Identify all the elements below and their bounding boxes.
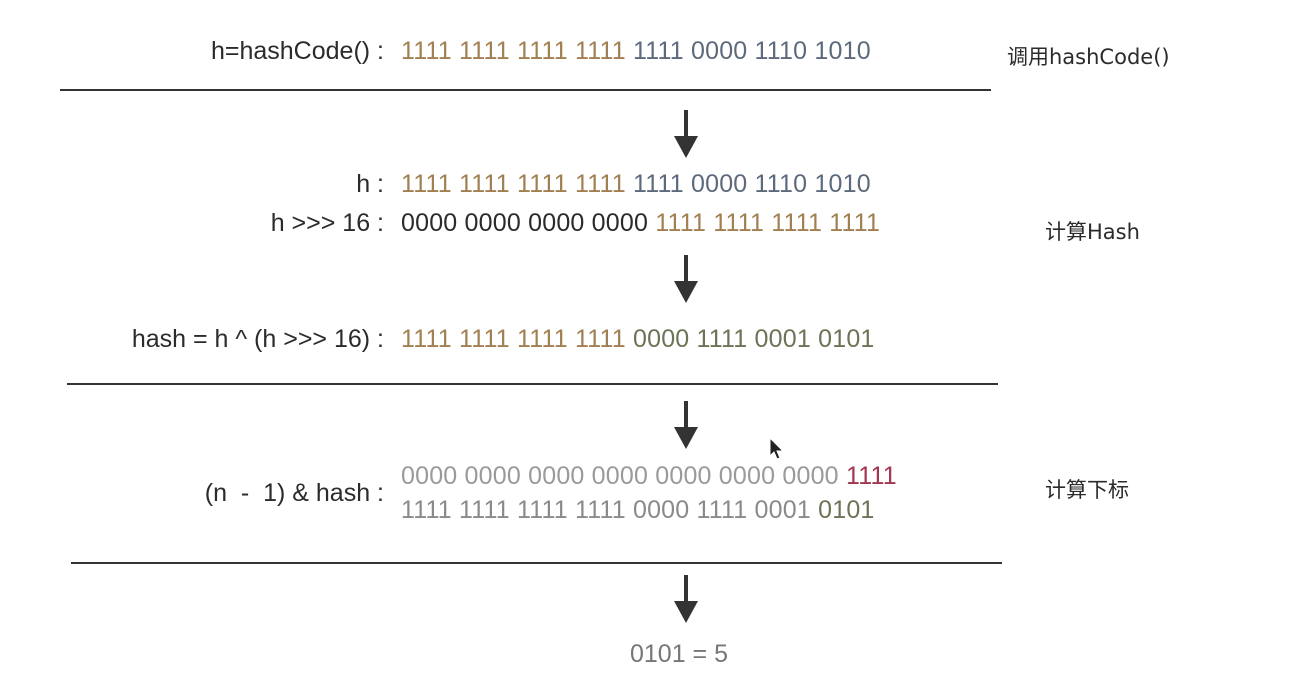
mask-bits: 0000 0000 0000 0000 0000 0000 0000 1111 [401, 461, 897, 491]
shift-label: h >>> 16 : [270, 209, 384, 237]
hashcode-high-bits: 1111 1111 1111 1111 [401, 37, 626, 65]
down-arrow-icon [674, 110, 698, 158]
down-arrow-icon [674, 401, 698, 449]
divider-3 [71, 562, 1002, 564]
xor-bits: 1111 1111 1111 1111 0000 1111 0001 0101 [401, 324, 875, 354]
shift-bits: 0000 0000 0000 0000 1111 1111 1111 1111 [401, 208, 880, 238]
xor-label: hash = h ^ (h >>> 16) : [131, 325, 384, 353]
index-label: (n - 1) & hash : [204, 479, 384, 507]
note-call-hashcode: 调用hashCode() [1007, 45, 1170, 69]
xor-low-bits: 0000 1111 0001 0101 [633, 325, 875, 353]
h-label: h : [356, 170, 384, 198]
h-high-bits: 1111 1111 1111 1111 [401, 170, 626, 198]
note-compute-hash: 计算Hash [1045, 220, 1140, 244]
xor-high-bits: 1111 1111 1111 1111 [401, 325, 626, 353]
hashcode-low-bits: 1111 0000 1110 1010 [633, 37, 871, 65]
divider-2 [67, 383, 998, 385]
h-bits: 1111 1111 1111 1111 1111 0000 1110 1010 [401, 169, 871, 199]
down-arrow-icon [674, 255, 698, 303]
mask-zero-bits: 0000 0000 0000 0000 0000 0000 0000 [401, 462, 839, 490]
shift-high-bits: 0000 0000 0000 0000 [401, 209, 649, 237]
hash-operand-tail-bits: 0101 [818, 496, 875, 524]
mask-one-bits: 1111 [845, 462, 897, 490]
mouse-cursor-icon [769, 437, 785, 460]
shift-low-bits: 1111 1111 1111 1111 [655, 209, 881, 237]
h-low-bits: 1111 0000 1110 1010 [633, 170, 871, 198]
divider-1 [60, 89, 991, 91]
hash-operand-bits: 1111 1111 1111 1111 0000 1111 0001 0101 [401, 495, 875, 525]
down-arrow-icon [674, 575, 698, 623]
hash-operand-gray-bits: 1111 1111 1111 1111 0000 1111 0001 [401, 496, 811, 524]
result-text: 0101 = 5 [630, 640, 729, 668]
note-compute-index: 计算下标 [1045, 478, 1129, 502]
hashcode-label: h=hashCode() : [210, 37, 384, 65]
hashcode-bits: 1111 1111 1111 1111 1111 0000 1110 1010 [401, 36, 871, 66]
